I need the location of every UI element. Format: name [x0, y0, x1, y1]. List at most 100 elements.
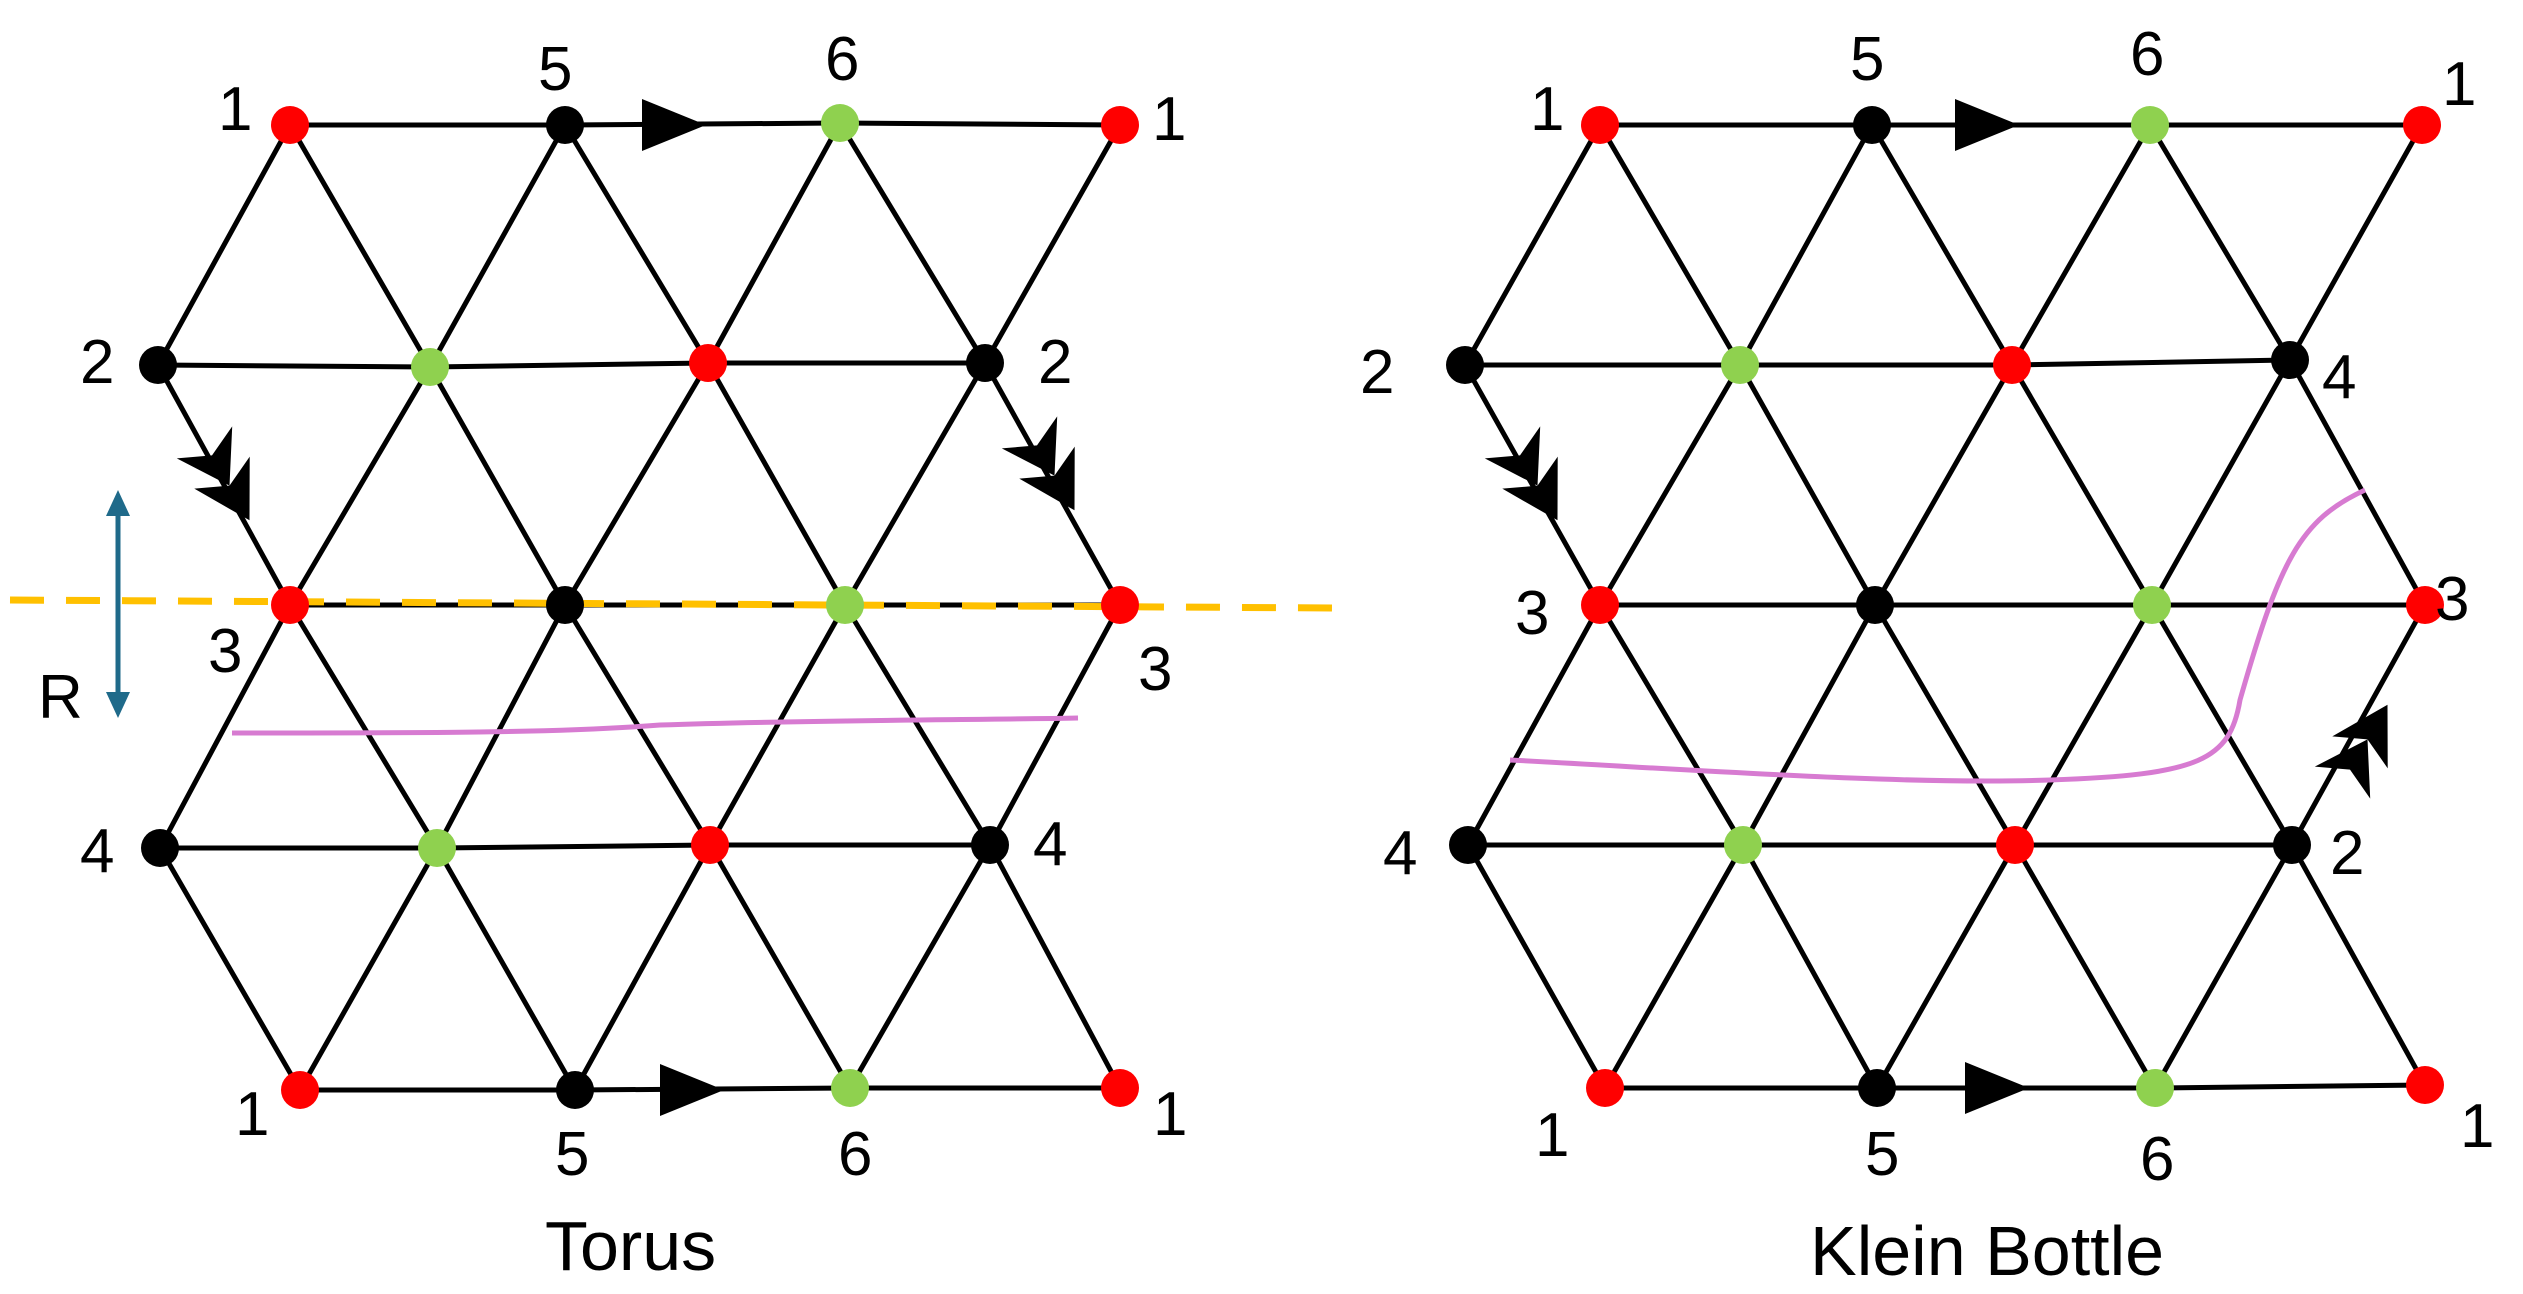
klein-edge-d	[1874, 842, 2018, 1091]
torus-label-top-left: 1	[218, 75, 252, 144]
klein-label-top-left: 1	[1530, 75, 1564, 144]
torus-range-label: R	[38, 663, 83, 732]
klein-double-arrow-left-head-1	[1484, 426, 1541, 486]
torus-edge-d	[287, 602, 440, 851]
klein-edge-d	[1465, 842, 1608, 1091]
klein-edge-d	[1740, 842, 1880, 1091]
torus-label-bottom-5: 5	[555, 1120, 589, 1189]
overlay-lines	[9, 487, 2367, 784]
torus-label-left-3: 3	[208, 617, 242, 686]
klein-label-right-3: 3	[2435, 565, 2469, 634]
klein-double-arrow-left-head-2	[1502, 456, 1558, 521]
klein-edge-d	[2009, 122, 2153, 368]
klein-vertex	[2271, 341, 2309, 379]
torus-edge-d	[287, 122, 433, 370]
torus-labels: 1 5 6 1 2 2 3 3 4 4 1 5 6 1 R	[38, 25, 1187, 1189]
torus-loop-path	[231, 715, 1079, 736]
torus-edge-d	[707, 842, 853, 1091]
klein-loop-path	[1509, 487, 2367, 784]
klein-caption: Klein Bottle	[1810, 1212, 2164, 1290]
klein-vertex	[1581, 586, 1619, 624]
torus-label-top-6: 6	[825, 25, 859, 94]
klein-edge-d	[2289, 842, 2428, 1088]
klein-edge-d	[2152, 842, 2295, 1091]
klein-edge-d	[2147, 122, 2293, 363]
torus-vertex	[689, 344, 727, 382]
klein-label-top-6: 6	[2130, 20, 2164, 89]
klein-edge-d	[1872, 602, 2018, 848]
torus-edge-d	[705, 360, 848, 608]
klein-arrow-bottom	[1965, 1062, 2029, 1114]
klein-vertex	[1586, 1069, 1624, 1107]
torus-vertex	[1101, 1069, 1139, 1107]
torus-label-right-4: 4	[1033, 810, 1067, 879]
torus-edge-d	[705, 120, 843, 366]
klein-edge-d	[2009, 362, 2155, 608]
torus-edge-d	[157, 602, 293, 851]
torus-edge-d	[434, 602, 568, 851]
klein-vertex	[1724, 826, 1762, 864]
klein-edge-d	[1737, 122, 1875, 368]
torus-edge-d	[155, 362, 293, 608]
torus-double-arrow-right	[1001, 416, 1075, 511]
torus-double-arrow-right-head-1	[1001, 416, 1058, 476]
torus-arrow-bottom	[660, 1064, 724, 1116]
klein-edge-h	[2152, 1082, 2428, 1091]
torus-label-bottom-right: 1	[1153, 1080, 1187, 1149]
torus-arrow-top	[642, 99, 706, 151]
klein-arrow-top-head	[1955, 99, 2019, 151]
torus-vertex	[1101, 106, 1139, 144]
torus-edge-d	[847, 842, 993, 1091]
torus-edge-h	[434, 842, 713, 851]
torus-edge-d	[427, 122, 568, 370]
torus-vertex	[971, 826, 1009, 864]
klein-edge-d	[1597, 362, 1743, 608]
torus-vertex	[556, 1071, 594, 1109]
torus-label-bottom-left: 1	[235, 1080, 269, 1149]
klein-label-bottom-right: 1	[2460, 1092, 2494, 1161]
torus-label-top-5: 5	[538, 35, 572, 104]
klein-label-top-5: 5	[1850, 25, 1884, 94]
torus-double-arrow-left-head-2	[194, 456, 250, 521]
klein-vertex	[1446, 346, 1484, 384]
torus-vertex	[141, 829, 179, 867]
torus-caption: Torus	[545, 1207, 716, 1285]
klein-edge-d	[1737, 362, 1878, 608]
torus-edge-d	[155, 122, 293, 368]
klein-vertex	[2406, 1066, 2444, 1104]
klein-edge-d	[1465, 602, 1603, 848]
klein-vertex	[2406, 586, 2444, 624]
torus-edge-d	[157, 845, 303, 1093]
klein-arrow-bottom-head	[1965, 1062, 2029, 1114]
klein-edge-d	[1869, 122, 2015, 368]
klein-vertex	[2136, 1069, 2174, 1107]
klein-edge-d	[2012, 842, 2158, 1091]
torus-edge-d	[982, 122, 1123, 366]
klein-double-arrow-left	[1484, 426, 1558, 521]
klein-double-arrow-right-head-2	[2332, 704, 2388, 769]
torus-vertex	[281, 1071, 319, 1109]
klein-edge-d	[1597, 602, 1746, 848]
klein-vertex	[1856, 586, 1894, 624]
torus-vertex	[411, 348, 449, 386]
torus-label-left-2: 2	[80, 328, 114, 397]
klein-vertex	[2273, 826, 2311, 864]
torus-edge-d	[842, 602, 993, 848]
torus-vertex	[139, 346, 177, 384]
klein-label-left-4: 4	[1383, 819, 1417, 888]
edge-arrows	[176, 99, 2388, 1116]
torus-vertex	[418, 829, 456, 867]
klein-label-left-3: 3	[1515, 579, 1549, 648]
torus-edge-d	[842, 360, 988, 608]
klein-edge-d	[1597, 122, 1743, 368]
torus-edge-h	[837, 120, 1123, 128]
torus-edge-d	[987, 842, 1123, 1091]
klein-double-arrow-right-head-1	[2314, 739, 2371, 799]
klein-vertex	[2133, 586, 2171, 624]
torus-vertex	[1101, 586, 1139, 624]
torus-vertex	[546, 106, 584, 144]
torus-edge-d	[572, 842, 713, 1093]
torus-vertex	[966, 344, 1004, 382]
klein-arrow-top	[1955, 99, 2019, 151]
